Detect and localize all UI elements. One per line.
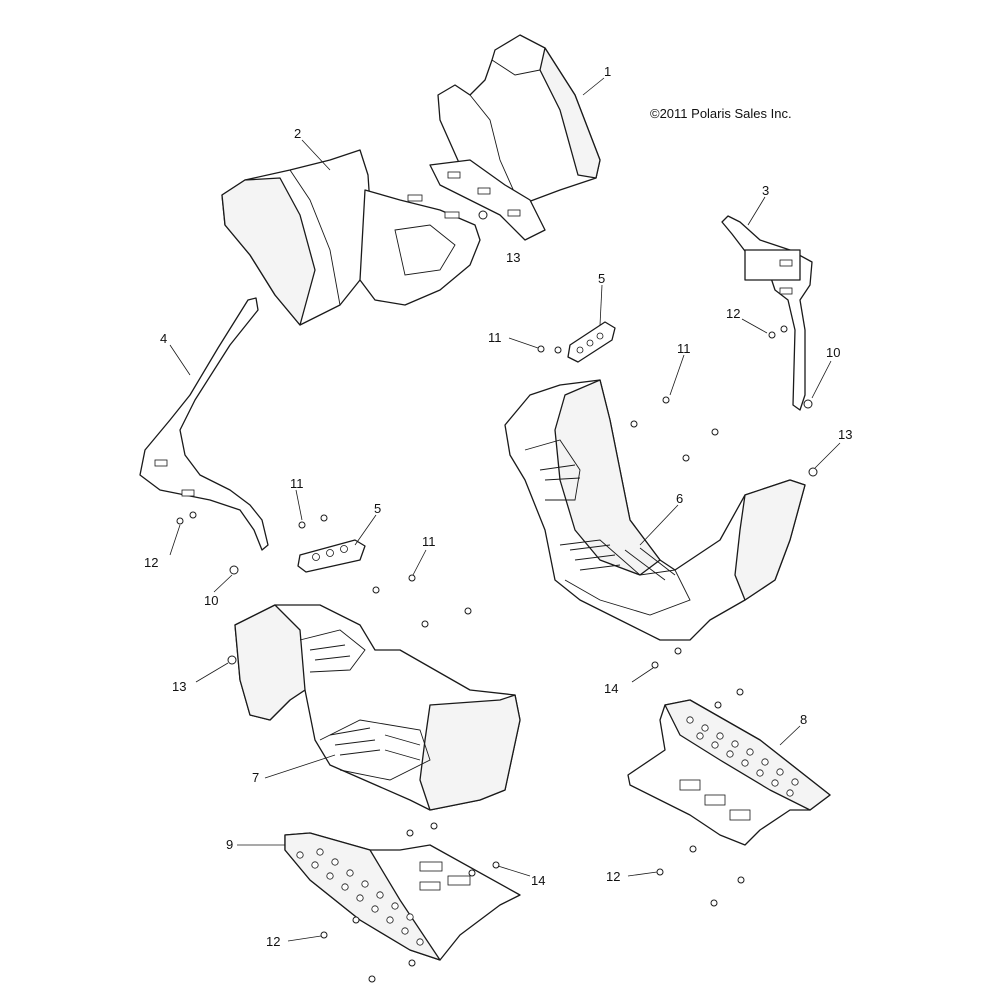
- nut-icon: [656, 868, 664, 876]
- part-5-lower-clip: [297, 539, 366, 573]
- nut-icon: [176, 517, 184, 525]
- callout-4: 4: [160, 331, 167, 346]
- callout-11-upper: 11: [488, 330, 502, 345]
- callout-5-lower: 5: [374, 501, 381, 516]
- nut-icon: [714, 701, 722, 709]
- part-4-left-brace: [139, 297, 269, 551]
- part-8-right-footrest: [627, 699, 831, 846]
- callout-1: 1: [604, 64, 611, 79]
- callout-11-center: 11: [422, 534, 436, 549]
- callout-14-left: 14: [531, 873, 545, 888]
- bolt-icon: [537, 345, 545, 353]
- part-6-right-footwell: [504, 379, 806, 641]
- bolt-icon: [464, 607, 472, 615]
- nut-icon: [651, 661, 659, 669]
- callout-12-lower-right: 12: [606, 869, 620, 884]
- leader-lines: [169, 77, 841, 942]
- part-8-holes: [686, 716, 799, 797]
- part-9-holes: [296, 848, 424, 946]
- callout-13-right: 13: [838, 427, 852, 442]
- nut-icon: [468, 869, 476, 877]
- nut-icon: [408, 959, 416, 967]
- nut-icon: [768, 331, 776, 339]
- bolt-icon: [630, 420, 638, 428]
- callout-13-left: 13: [172, 679, 186, 694]
- rivet-icon: [808, 467, 818, 477]
- callout-3: 3: [762, 183, 769, 198]
- fasteners: [176, 210, 818, 983]
- nut-icon: [689, 845, 697, 853]
- rivet-icon: [229, 565, 239, 575]
- bolt-icon: [372, 586, 380, 594]
- nut-icon: [674, 647, 682, 655]
- bolt-icon: [682, 454, 690, 462]
- nut-icon: [736, 688, 744, 696]
- callout-10-right: 10: [826, 345, 840, 360]
- bolt-icon: [320, 514, 328, 522]
- nut-icon: [430, 822, 438, 830]
- nut-icon: [368, 975, 376, 983]
- callout-12-left: 12: [144, 555, 158, 570]
- bolt-icon: [478, 210, 488, 220]
- bolt-icon: [298, 521, 306, 529]
- callout-7: 7: [252, 770, 259, 785]
- callout-11-right: 11: [677, 341, 691, 356]
- bolt-icon: [421, 620, 429, 628]
- nut-icon: [492, 861, 500, 869]
- callout-8: 8: [800, 712, 807, 727]
- bolt-icon: [189, 511, 197, 519]
- nut-icon: [320, 931, 328, 939]
- callout-5-upper: 5: [598, 271, 605, 286]
- bolt-icon: [554, 346, 562, 354]
- rivet-icon: [803, 399, 813, 409]
- part-7-left-footwell: [234, 604, 521, 811]
- callout-12-right: 12: [726, 306, 740, 321]
- nut-icon: [737, 876, 745, 884]
- part-1-right-fender: [429, 34, 601, 241]
- part-9-left-footrest: [284, 832, 521, 961]
- rivet-icon: [227, 655, 237, 665]
- copyright-text: ©2011 Polaris Sales Inc.: [650, 106, 792, 121]
- bolt-icon: [662, 396, 670, 404]
- callout-11-left: 11: [290, 476, 304, 491]
- callout-2: 2: [294, 126, 301, 141]
- nut-icon: [710, 899, 718, 907]
- callout-10-left: 10: [204, 593, 218, 608]
- bolt-icon: [711, 428, 719, 436]
- nut-icon: [406, 829, 414, 837]
- part-5-upper-clip: [567, 321, 616, 363]
- part-3-right-brace: [721, 215, 813, 411]
- callout-14-right: 14: [604, 681, 618, 696]
- part-2-left-fender: [221, 149, 481, 326]
- callout-13-upper: 13: [506, 250, 520, 265]
- callout-labels: 1 2 3 4 5 5 6 7 8 9 10 10 11 11 11 11 12…: [144, 64, 852, 949]
- callout-12-lower-left: 12: [266, 934, 280, 949]
- bolt-icon: [780, 325, 788, 333]
- nut-icon: [352, 916, 360, 924]
- bolt-icon: [408, 574, 416, 582]
- callout-6: 6: [676, 491, 683, 506]
- callout-9: 9: [226, 837, 233, 852]
